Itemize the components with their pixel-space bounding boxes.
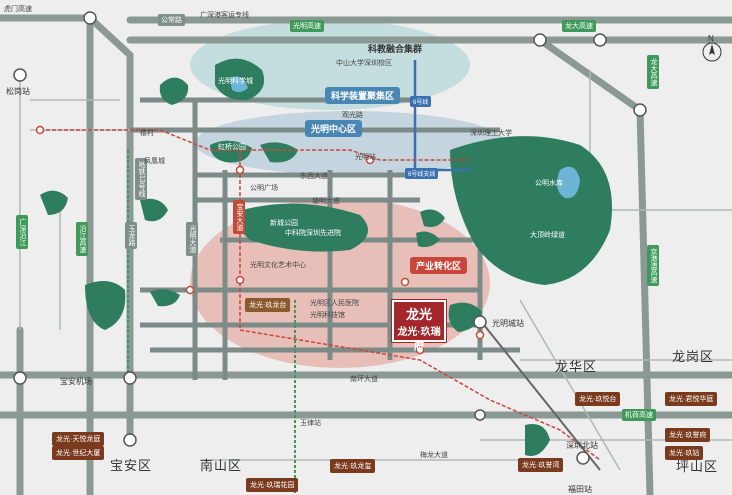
compass-north-label: N [708, 34, 714, 43]
poi-gongming-reservoir: 公明水库 [535, 180, 563, 187]
intercity-rail [479, 319, 601, 471]
poi-culture-center: 光明文化艺术中心 [250, 262, 306, 269]
poi-science-museum: 光明科技馆 [310, 312, 345, 319]
road-label-line13: 地铁13号线 [135, 158, 147, 200]
station-guangming-city: 光明城站 [492, 319, 524, 328]
tag-3[interactable]: 龙光·玖悦台 [575, 392, 621, 406]
poi-guangming-station: 光明站 [355, 154, 376, 161]
park-14 [525, 424, 550, 456]
road-label-longda-v: 龙大高速 [647, 55, 659, 89]
tag-10[interactable]: 龙光·玖瑞花园 [246, 478, 299, 492]
poi-loucun: 楼村 [140, 130, 154, 137]
tag-6[interactable]: 龙光·玖钻 [665, 446, 704, 460]
road-label-guangshen: 广深沿江 [16, 215, 28, 249]
zone-center: 光明中心区 [305, 120, 363, 137]
park-3 [210, 140, 252, 163]
poi-siat: 中科院深圳先进院 [285, 230, 341, 237]
poi-yulv: 玉律站 [300, 420, 321, 427]
road-label-nanhuan: 南环大道 [350, 376, 378, 383]
road-label-humen: 虎门高速 [4, 6, 32, 13]
district-nanshan: 南山区 [200, 458, 243, 473]
metro-red-2 [239, 150, 601, 461]
park-11 [448, 302, 482, 332]
poi-sysu: 中山大学深圳校区 [336, 60, 392, 67]
station-songgang: 松岗站 [6, 87, 30, 96]
park-4 [260, 142, 298, 163]
road-label-jingang: 京港澳高速 [647, 245, 659, 286]
poi-fenghuang: 凤凰城 [144, 158, 165, 165]
road-label-top: 公常路 [158, 14, 185, 26]
road-label-yanjiang: 沿江高速 [76, 222, 88, 256]
project-name: 龙光·玖瑞府 [397, 327, 441, 353]
tag-1[interactable]: 龙光·天悦龙庭 [52, 432, 105, 446]
park-5 [238, 203, 368, 252]
project-logo: 龙光 [405, 307, 432, 322]
tag-8[interactable]: 龙光·玖龙玺 [330, 459, 376, 473]
district-pingshan: 坪山区 [676, 459, 719, 474]
road-label-east-west: 东西大道 [300, 173, 328, 180]
tag-9[interactable]: 龙光·玖誉湾 [518, 458, 564, 472]
project-marker[interactable]: 龙光 龙光·玖瑞府 [392, 300, 446, 353]
road-label-jihe: 机荷高速 [622, 409, 656, 421]
park-9 [140, 198, 168, 222]
station-shenzhen-north: 深圳北站 [566, 441, 598, 450]
road-label-guangming-high: 光明高速 [290, 20, 324, 32]
road-label-guanguang: 观光路 [342, 112, 363, 119]
road-label-line6-branch: 6号线支线 [405, 168, 439, 179]
zone-science-facility: 科学装置聚集区 [325, 87, 401, 104]
park-12 [420, 209, 445, 227]
park-2 [159, 77, 189, 105]
poi-hongqiao: 虹桥公园 [218, 144, 246, 151]
road-label-guangming-ave: 光明大道 [186, 222, 198, 256]
road-label-shuguang: 塘明大道 [312, 198, 340, 205]
tag-7[interactable]: 龙光·玖龙台 [245, 298, 291, 312]
road-label-meilong: 梅龙大道 [420, 452, 448, 459]
district-longhua: 龙华区 [555, 359, 598, 374]
road-label-gangshen: 广深港客运专线 [200, 12, 249, 19]
poi-dadingling: 大顶岭绿道 [530, 232, 565, 239]
road-label-line6: 6号线 [410, 96, 432, 107]
zone-industry: 产业转化区 [410, 257, 468, 274]
park-13 [416, 231, 440, 248]
metro-red [40, 129, 470, 161]
park-7 [40, 190, 68, 215]
district-longgang: 龙岗区 [672, 349, 715, 364]
road-label-suilong: 宝安大道 [233, 200, 245, 234]
poi-science-city: 光明科学城 [218, 78, 253, 85]
park-8 [85, 281, 126, 330]
poi-sziit: 深圳理工大学 [470, 130, 512, 137]
tag-4[interactable]: 龙光·君悦华庭 [665, 392, 718, 406]
zone-science-cluster: 科教融合集群 [368, 44, 423, 54]
poi-gongming-square: 公明广场 [250, 185, 278, 192]
tag-2[interactable]: 龙光·世纪大厦 [52, 446, 105, 460]
park-10 [150, 289, 180, 307]
station-airport: 宝安机场 [60, 377, 92, 386]
poi-xincheng-park: 新城公园 [270, 220, 298, 227]
road-label-yulong: 玉龙路 [125, 222, 137, 249]
district-baoan: 宝安区 [110, 458, 153, 473]
tag-5[interactable]: 龙光·玖誉府 [665, 428, 711, 442]
road-label-longda: 龙大高速 [562, 20, 596, 32]
poi-hospital: 光明区人民医院 [310, 300, 359, 307]
humen-highway [0, 14, 134, 334]
station-futian: 福田站 [568, 485, 592, 494]
